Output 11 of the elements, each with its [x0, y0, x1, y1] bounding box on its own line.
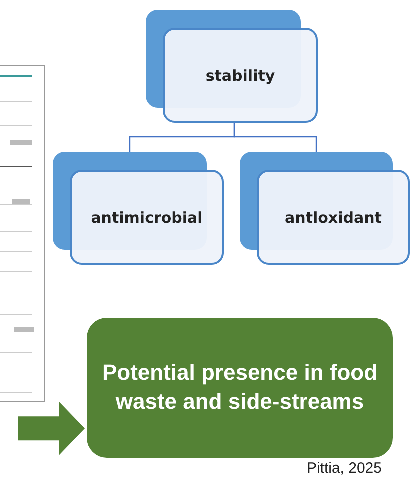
box-label: Potential presence in food waste and side-streams [101, 359, 379, 416]
box-label: stability [206, 66, 276, 84]
antioxidant-box [240, 152, 410, 265]
highlight-box [87, 318, 393, 458]
antimicrobial-box [53, 152, 224, 265]
box-label: antloxidant [285, 208, 382, 226]
connector-line [234, 123, 318, 152]
block-arrow [18, 402, 85, 456]
box-label: antimicrobial [91, 208, 203, 226]
stability-box [146, 10, 318, 123]
citation-text: Pittia, 2025 [306, 460, 382, 477]
